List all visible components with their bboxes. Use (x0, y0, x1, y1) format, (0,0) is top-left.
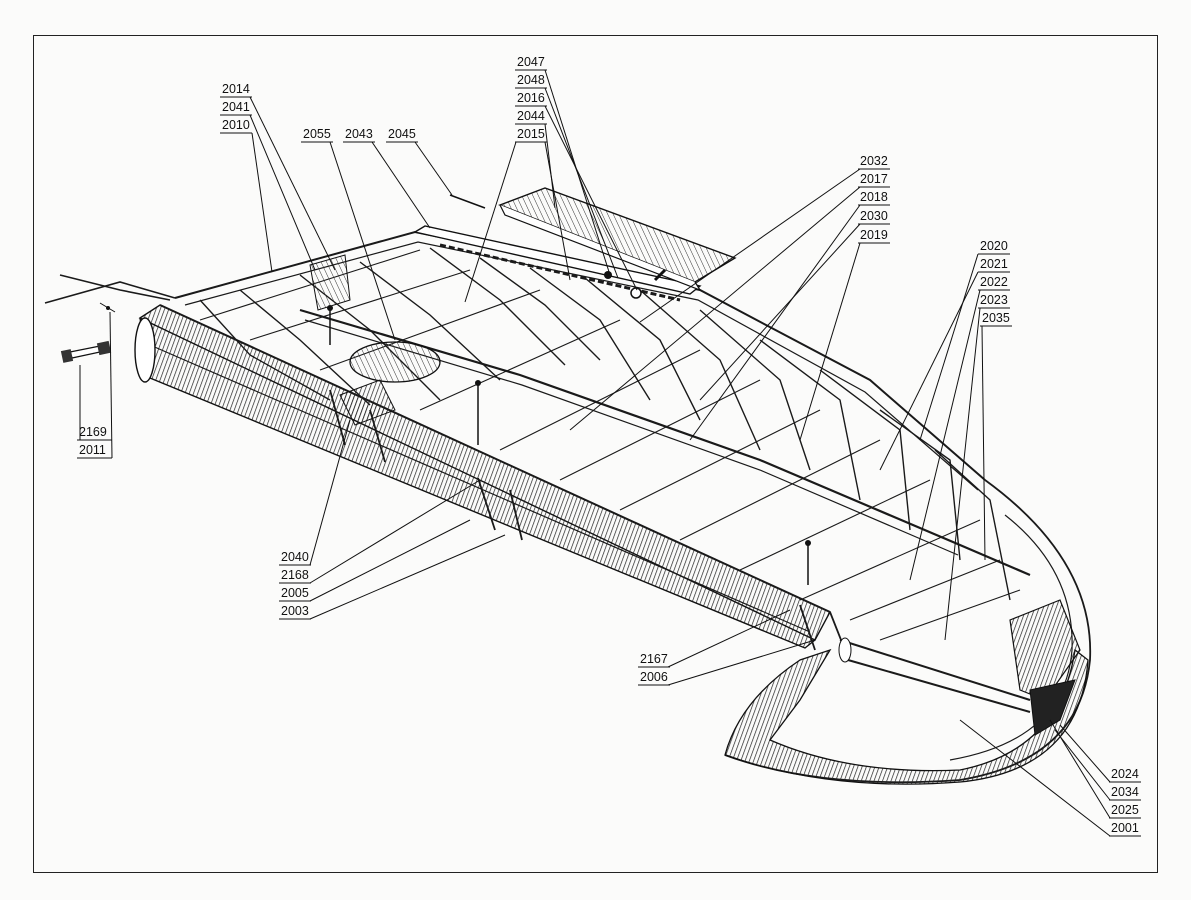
callout-2016: 2016 (517, 91, 545, 105)
callout-2018: 2018 (860, 190, 888, 204)
callout-2025: 2025 (1111, 803, 1139, 817)
callout-2010: 2010 (222, 118, 250, 132)
label-underlines (77, 69, 1141, 837)
callout-2006: 2006 (640, 670, 668, 684)
callout-2021: 2021 (980, 257, 1008, 271)
callout-2017: 2017 (860, 172, 888, 186)
callout-2020: 2020 (980, 239, 1008, 253)
callout-labels: 2047 2048 2016 2044 2015 2014 2041 2010 … (79, 55, 1139, 835)
callout-2022: 2022 (980, 275, 1008, 289)
wing-structure (44, 187, 1092, 785)
callout-2030: 2030 (860, 209, 888, 223)
callout-2035: 2035 (982, 311, 1010, 325)
callout-2003: 2003 (281, 604, 309, 618)
callout-2005: 2005 (281, 586, 309, 600)
callout-2011: 2011 (79, 443, 106, 457)
callout-2032: 2032 (860, 154, 888, 168)
callout-2048: 2048 (517, 73, 545, 87)
callout-2041: 2041 (222, 100, 250, 114)
callout-2001: 2001 (1111, 821, 1139, 835)
callout-2034: 2034 (1111, 785, 1139, 799)
callout-2040: 2040 (281, 550, 309, 564)
callout-2023: 2023 (980, 293, 1008, 307)
callout-2045: 2045 (388, 127, 416, 141)
callout-2047: 2047 (517, 55, 545, 69)
drawing-border (33, 35, 1158, 873)
callout-2169: 2169 (79, 425, 107, 439)
callout-2019: 2019 (860, 228, 888, 242)
callout-2014: 2014 (222, 82, 250, 96)
callout-2044: 2044 (517, 109, 545, 123)
callout-2168: 2168 (281, 568, 309, 582)
callout-2167: 2167 (640, 652, 668, 666)
callout-2043: 2043 (345, 127, 373, 141)
callout-2015: 2015 (517, 127, 545, 141)
callout-2024: 2024 (1111, 767, 1139, 781)
leader-lines (79, 69, 1111, 837)
callout-2055: 2055 (303, 127, 331, 141)
